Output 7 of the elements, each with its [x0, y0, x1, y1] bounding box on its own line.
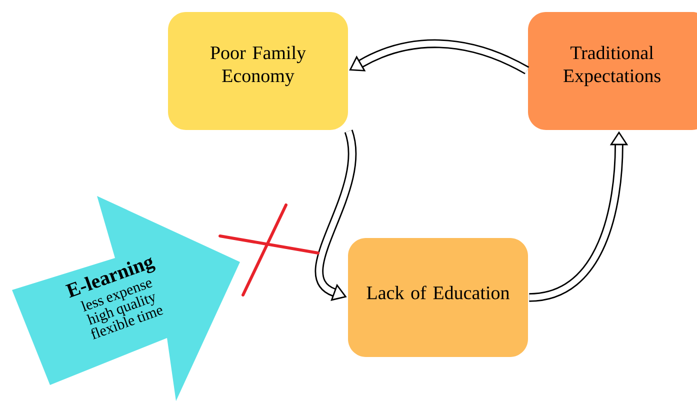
rounded-box: [168, 12, 348, 130]
rounded-box: [528, 12, 697, 130]
curved-arrow: [314, 130, 356, 301]
box-label: Poor Family Economy: [210, 46, 306, 86]
box-label: Lack of Education: [366, 286, 510, 300]
rounded-box: [348, 238, 528, 357]
box-label: Traditional Expectations: [563, 46, 660, 86]
